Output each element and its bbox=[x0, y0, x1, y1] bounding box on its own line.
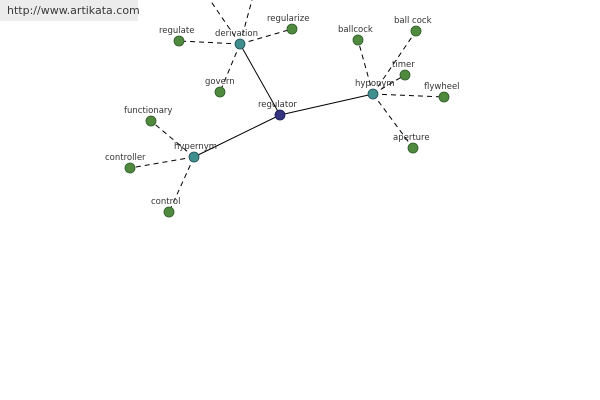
node-govern[interactable] bbox=[214, 86, 226, 98]
edge-hyponym-flywheel bbox=[372, 93, 445, 98]
node-aperture[interactable] bbox=[407, 142, 419, 154]
node-controller[interactable] bbox=[124, 162, 136, 174]
node-ballcock[interactable] bbox=[352, 34, 364, 46]
edge-hyponym-ballcock bbox=[357, 39, 374, 95]
label-derivation: derivation bbox=[215, 29, 258, 39]
node-derivation[interactable] bbox=[234, 38, 246, 50]
label-control: control bbox=[151, 197, 180, 207]
label-regulate: regulate bbox=[159, 26, 194, 36]
edge-hypernym-functionary bbox=[150, 120, 195, 158]
label-govern: govern bbox=[205, 77, 235, 87]
node-timer[interactable] bbox=[399, 69, 411, 81]
label-flywheel: flywheel bbox=[424, 82, 460, 92]
node-hypernym[interactable] bbox=[188, 151, 200, 163]
node-regulator[interactable] bbox=[274, 109, 286, 121]
label-controller: controller bbox=[105, 153, 146, 163]
label-functionary: functionary bbox=[124, 106, 172, 116]
node-control[interactable] bbox=[163, 206, 175, 218]
edge-derivation-regulate bbox=[178, 40, 241, 45]
label-hypernym: hypernym bbox=[174, 142, 217, 152]
label-ballcock: ballcock bbox=[338, 25, 373, 35]
edge-hyponym-aperture bbox=[372, 93, 414, 149]
label-regularize: regularize bbox=[267, 14, 309, 24]
label-timer: timer bbox=[392, 60, 415, 70]
edge-center-derivation bbox=[239, 43, 281, 116]
edge-hyponym-ball-cock bbox=[372, 30, 417, 95]
edge-derivation-regularize bbox=[239, 28, 293, 45]
node-flywheel[interactable] bbox=[438, 91, 450, 103]
node-regularize[interactable] bbox=[286, 23, 298, 35]
edge-hypernym-controller bbox=[129, 156, 195, 169]
url-banner: http://www.artikata.com bbox=[0, 0, 140, 21]
label-regulator: regulator bbox=[258, 100, 297, 110]
edge-center-hypernym bbox=[193, 114, 281, 158]
node-ball-cock[interactable] bbox=[410, 25, 422, 37]
edge-hypernym-control bbox=[168, 156, 195, 213]
edge-derivation-offscreen-2 bbox=[239, 0, 253, 45]
label-ball-cock: ball cock bbox=[394, 16, 432, 26]
node-hyponym[interactable] bbox=[367, 88, 379, 100]
node-functionary[interactable] bbox=[145, 115, 157, 127]
label-hyponym: hyponym bbox=[355, 79, 395, 89]
node-regulate[interactable] bbox=[173, 35, 185, 47]
edge-center-hyponym bbox=[279, 93, 374, 116]
edge-hyponym-timer bbox=[372, 74, 406, 95]
label-aperture: aperture bbox=[393, 133, 430, 143]
url-link[interactable]: http://www.artikata.com bbox=[7, 4, 140, 17]
